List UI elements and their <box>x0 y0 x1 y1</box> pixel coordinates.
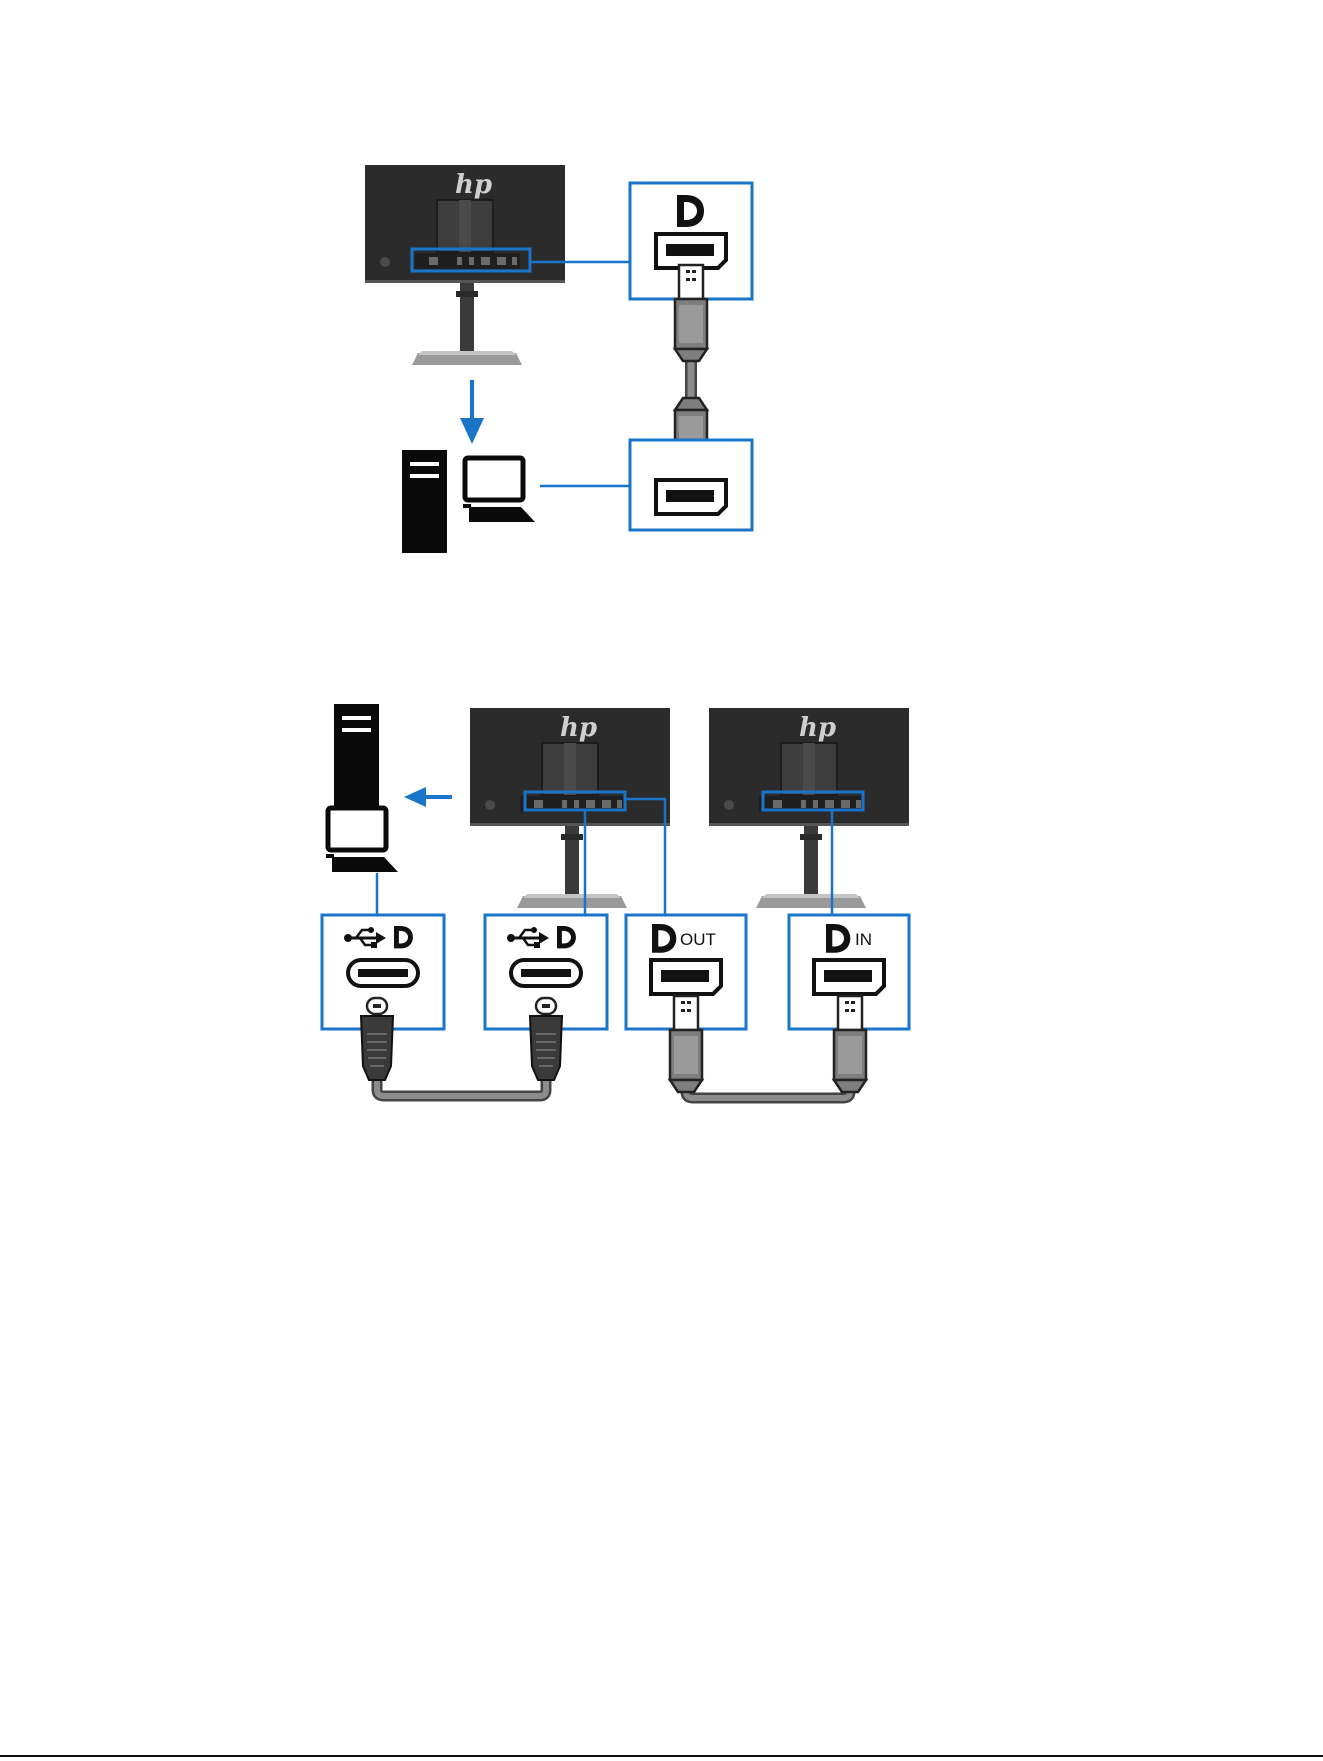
dp-in-label: IN <box>855 930 872 949</box>
laptop-icon <box>326 808 398 872</box>
desktop-tower-icon <box>402 450 447 553</box>
monitor-rear-view: hp <box>365 165 565 283</box>
figure-2-daisy-chain: hp hp <box>322 704 909 1098</box>
hp-logo: hp <box>799 713 836 743</box>
dp-plug-out <box>670 996 702 1092</box>
laptop-icon <box>463 458 535 522</box>
dp-plug-in <box>834 996 866 1092</box>
monitor-a-stand <box>517 826 627 908</box>
dp-port-callout-computer <box>630 440 752 530</box>
desktop-tower-icon <box>334 704 379 807</box>
figure-1-single-monitor: hp <box>365 165 752 553</box>
monitor-a-rear-view: hp <box>470 708 670 826</box>
dp-out-label: OUT <box>680 930 716 949</box>
hp-logo: hp <box>455 170 492 200</box>
monitor-stand <box>412 283 522 365</box>
monitor-b-rear-view: hp <box>709 708 909 826</box>
hp-logo: hp <box>560 713 597 743</box>
dp-plug-top <box>675 265 707 361</box>
monitor-b-stand <box>756 826 866 908</box>
page-footer-rule <box>0 1755 1323 1757</box>
